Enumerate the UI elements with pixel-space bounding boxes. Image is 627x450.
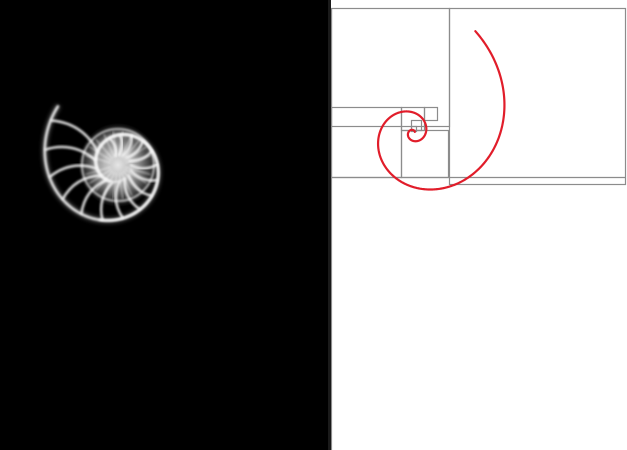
shell-core [78,123,158,207]
nautilus-background [0,0,331,450]
golden-spiral-panel [331,0,627,450]
golden-spiral-diagram [331,0,627,450]
spiral-background [331,0,627,450]
nautilus-panel [0,0,331,450]
nautilus-shell-image [0,0,331,450]
